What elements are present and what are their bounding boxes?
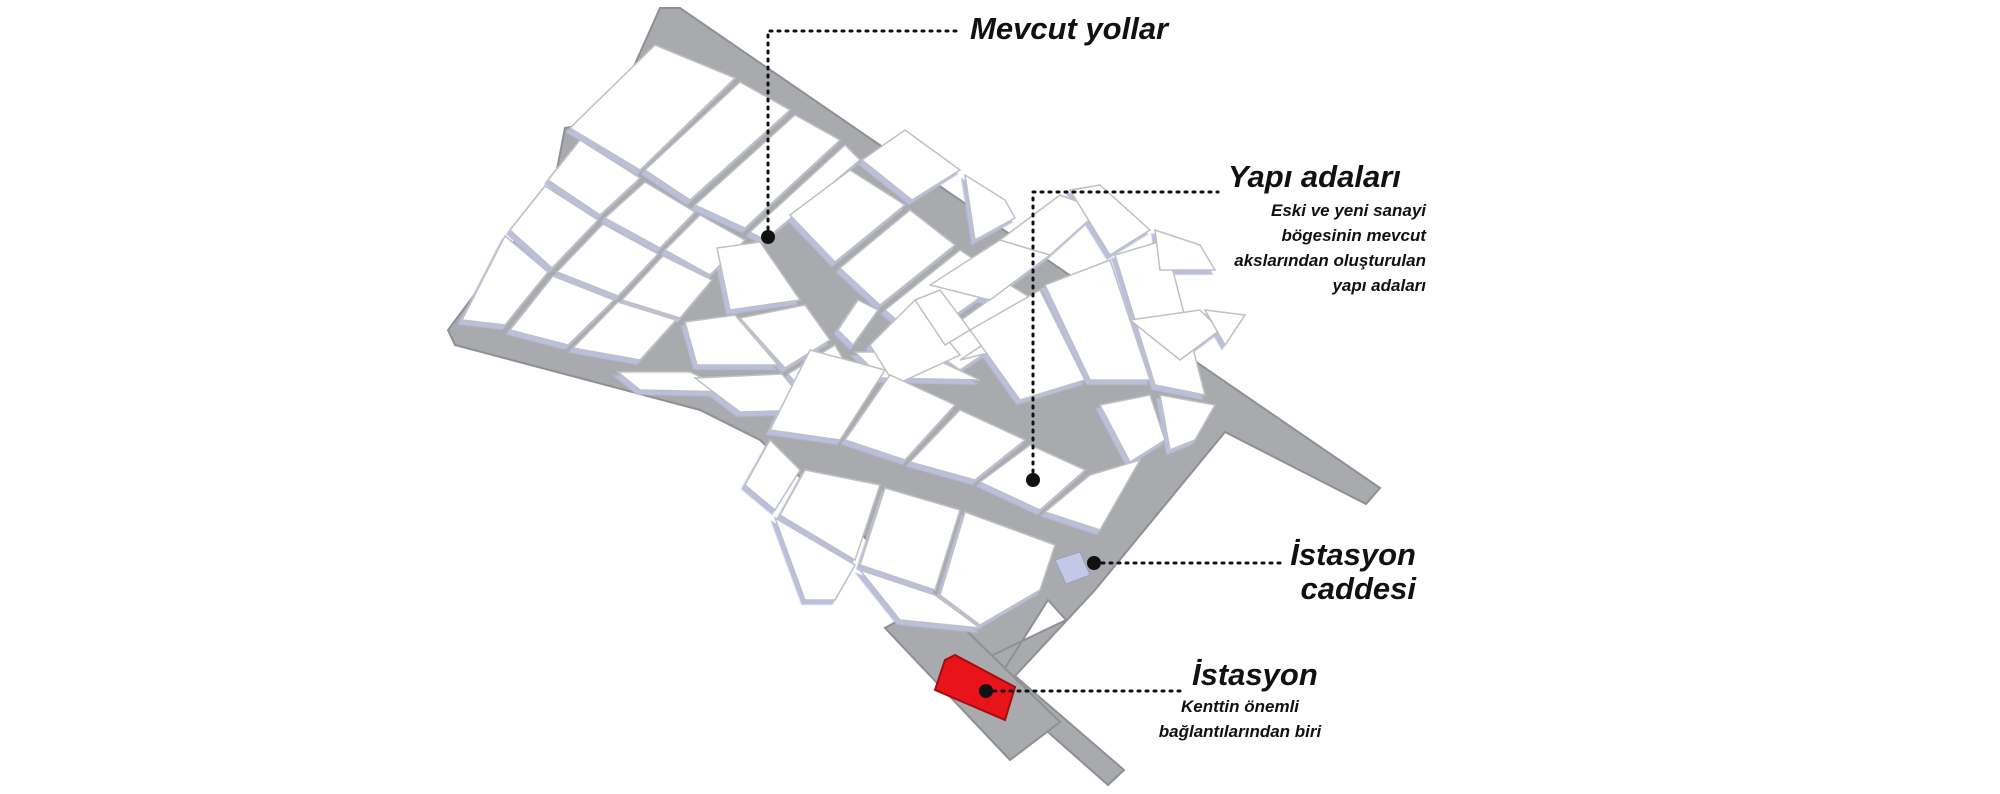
building-block [716,241,802,311]
building-block [744,438,801,512]
building-block [508,275,616,346]
label-roads-title: Mevcut yollar [970,11,1169,46]
building-blocks [460,44,1247,630]
station-desc-line: Kenttin önemli [1180,697,1300,716]
building-block [603,181,697,249]
station-building [933,653,1017,722]
label-street: İstasyon caddesi [1290,538,1416,606]
building-block [859,487,961,591]
building-block [843,374,957,461]
blocks-desc-line: yapı adaları [1332,276,1426,295]
building-block [546,139,642,216]
building-block [908,409,1027,481]
building-block [857,568,983,630]
building-block [1098,394,1166,464]
marker-station-icon [979,684,993,698]
blocks-desc-line: bögesinin mevcut [1281,226,1426,245]
building-block [778,469,881,562]
leader-blocks [1031,190,1220,482]
markers [761,230,1101,698]
building-block [939,511,1056,626]
label-station-title: İstasyon [1192,657,1318,692]
building-block [620,255,714,319]
annotations [766,29,1288,693]
building-block [788,169,907,264]
building-block [460,234,550,326]
building-block [555,223,660,297]
building-block [968,288,1087,401]
blocks-desc-line: Eski ve yeni sanayi [1271,201,1426,220]
building-block [773,516,857,601]
building-block [1043,458,1142,531]
building-block [913,289,972,347]
building-block [684,314,780,366]
building-block [643,81,792,201]
building-block [768,349,887,441]
label-blocks-title: Yapı adaları [1228,159,1401,194]
building-block [1043,259,1152,381]
building-block [837,299,880,347]
building-block [571,301,678,361]
building-block [1068,184,1152,257]
marker-roads-icon [761,230,775,244]
marker-street-icon [1087,556,1101,570]
street-line-1: İstasyon [1290,537,1416,572]
blocks-desc-line: akslarından oluşturulan [1234,251,1426,270]
street-line-2: caddesi [1300,571,1416,606]
building-block [838,209,957,306]
marker-blocks-icon [1026,473,1040,487]
station-desc-line: bağlantılarından biri [1158,722,1322,741]
building-block [1159,394,1217,452]
building-block [964,173,1017,242]
building-block [508,185,600,270]
building-block [860,129,962,201]
building-block [748,143,862,241]
building-block [568,44,737,171]
label-blocks-desc: Eski ve yeni sanayi bögesinin mevcut aks… [1234,198,1426,298]
label-station-desc: Kenttin önemli bağlantılarından biri [1140,694,1340,744]
building-block [738,304,832,369]
building-block [1154,228,1217,271]
station-square [1054,551,1091,585]
station [933,653,1017,722]
building-block [1203,309,1247,347]
